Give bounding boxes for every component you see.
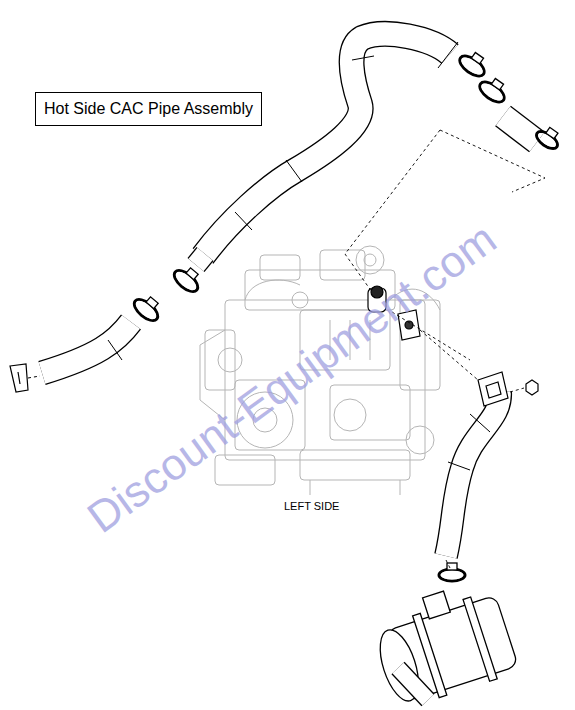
engine-part bbox=[364, 254, 376, 266]
lower-elbow-pipe bbox=[42, 322, 131, 373]
upper-pipe-end-outline bbox=[196, 254, 205, 265]
pipe-seam bbox=[235, 212, 252, 230]
assembly-lines bbox=[345, 130, 545, 568]
gasket-hole bbox=[486, 382, 501, 398]
engine-part bbox=[260, 255, 300, 280]
pipe-seam bbox=[470, 414, 490, 432]
clamp-band bbox=[171, 267, 201, 296]
clamp-screw bbox=[491, 78, 503, 89]
assembly-line bbox=[440, 130, 545, 192]
lower-cac-pipe bbox=[446, 392, 500, 556]
canister-strap bbox=[463, 597, 497, 681]
engine-part bbox=[310, 480, 400, 495]
upper-cac-pipe-body bbox=[203, 34, 450, 256]
hose-clamp bbox=[439, 563, 465, 581]
pipe-seam bbox=[352, 56, 374, 60]
clamp-band bbox=[131, 296, 161, 325]
hose-clamp bbox=[534, 123, 564, 152]
hose-clamp bbox=[131, 291, 165, 324]
hose-coupler-outline bbox=[503, 116, 537, 142]
canister-outlet bbox=[398, 668, 428, 700]
assembly-line bbox=[446, 560, 450, 568]
hex-nut bbox=[526, 380, 538, 395]
watermark: Discount-Equipment.com bbox=[78, 213, 505, 542]
pipe-seam bbox=[448, 462, 470, 470]
upper-cac-pipe bbox=[203, 34, 450, 256]
engine-part bbox=[330, 385, 410, 440]
clamp-screw bbox=[186, 268, 198, 280]
clamp-band-inner bbox=[441, 571, 463, 579]
hose-clamp bbox=[477, 73, 511, 105]
clamp-band bbox=[534, 128, 561, 152]
engine-part bbox=[215, 455, 275, 485]
lower-elbow-pipe-outline bbox=[42, 322, 131, 373]
title-box: Hot Side CAC Pipe Assembly bbox=[35, 92, 262, 126]
hose-coupler bbox=[503, 116, 537, 142]
pipe-seam bbox=[438, 42, 458, 68]
engine-part bbox=[334, 399, 366, 431]
upper-cac-pipe-outline bbox=[203, 34, 450, 256]
engine-part bbox=[292, 292, 308, 308]
clamp-band bbox=[439, 569, 465, 581]
engine-part bbox=[320, 250, 365, 280]
engine-part bbox=[356, 246, 384, 274]
upper-pipe-end bbox=[196, 254, 205, 265]
clamp-screw bbox=[471, 52, 483, 63]
lower-cac-pipe-outline bbox=[446, 392, 500, 556]
assembly-line bbox=[510, 388, 524, 392]
lower-cac-pipe-body bbox=[446, 392, 500, 556]
canister-outlet-body bbox=[398, 668, 428, 700]
clamp-screw bbox=[546, 127, 558, 138]
clamp-band bbox=[477, 78, 508, 106]
clamp-screw bbox=[146, 297, 158, 309]
pipe-bracket bbox=[10, 364, 28, 392]
clamp-band bbox=[457, 52, 488, 80]
bracket-leader bbox=[28, 376, 40, 378]
upper-pipe-end-body bbox=[196, 254, 205, 265]
hose-coupler-body bbox=[503, 116, 537, 142]
engine-part bbox=[245, 280, 300, 300]
canister bbox=[366, 576, 520, 710]
gasket bbox=[478, 372, 508, 406]
lower-elbow-pipe-body bbox=[42, 322, 131, 373]
engine-part bbox=[300, 450, 410, 480]
pipe-seam bbox=[286, 160, 302, 182]
canister-outlet-outline bbox=[398, 668, 428, 700]
view-label: LEFT SIDE bbox=[284, 500, 339, 512]
clamp-screw bbox=[447, 563, 457, 570]
hose-clamp bbox=[171, 262, 205, 295]
engine-part bbox=[406, 426, 434, 454]
title-text: Hot Side CAC Pipe Assembly bbox=[44, 100, 253, 118]
canister-inlet bbox=[423, 591, 451, 619]
hose-clamp bbox=[457, 47, 491, 79]
engine-part bbox=[218, 348, 242, 372]
assembly-line bbox=[420, 330, 478, 380]
pipe-seam bbox=[108, 340, 122, 360]
